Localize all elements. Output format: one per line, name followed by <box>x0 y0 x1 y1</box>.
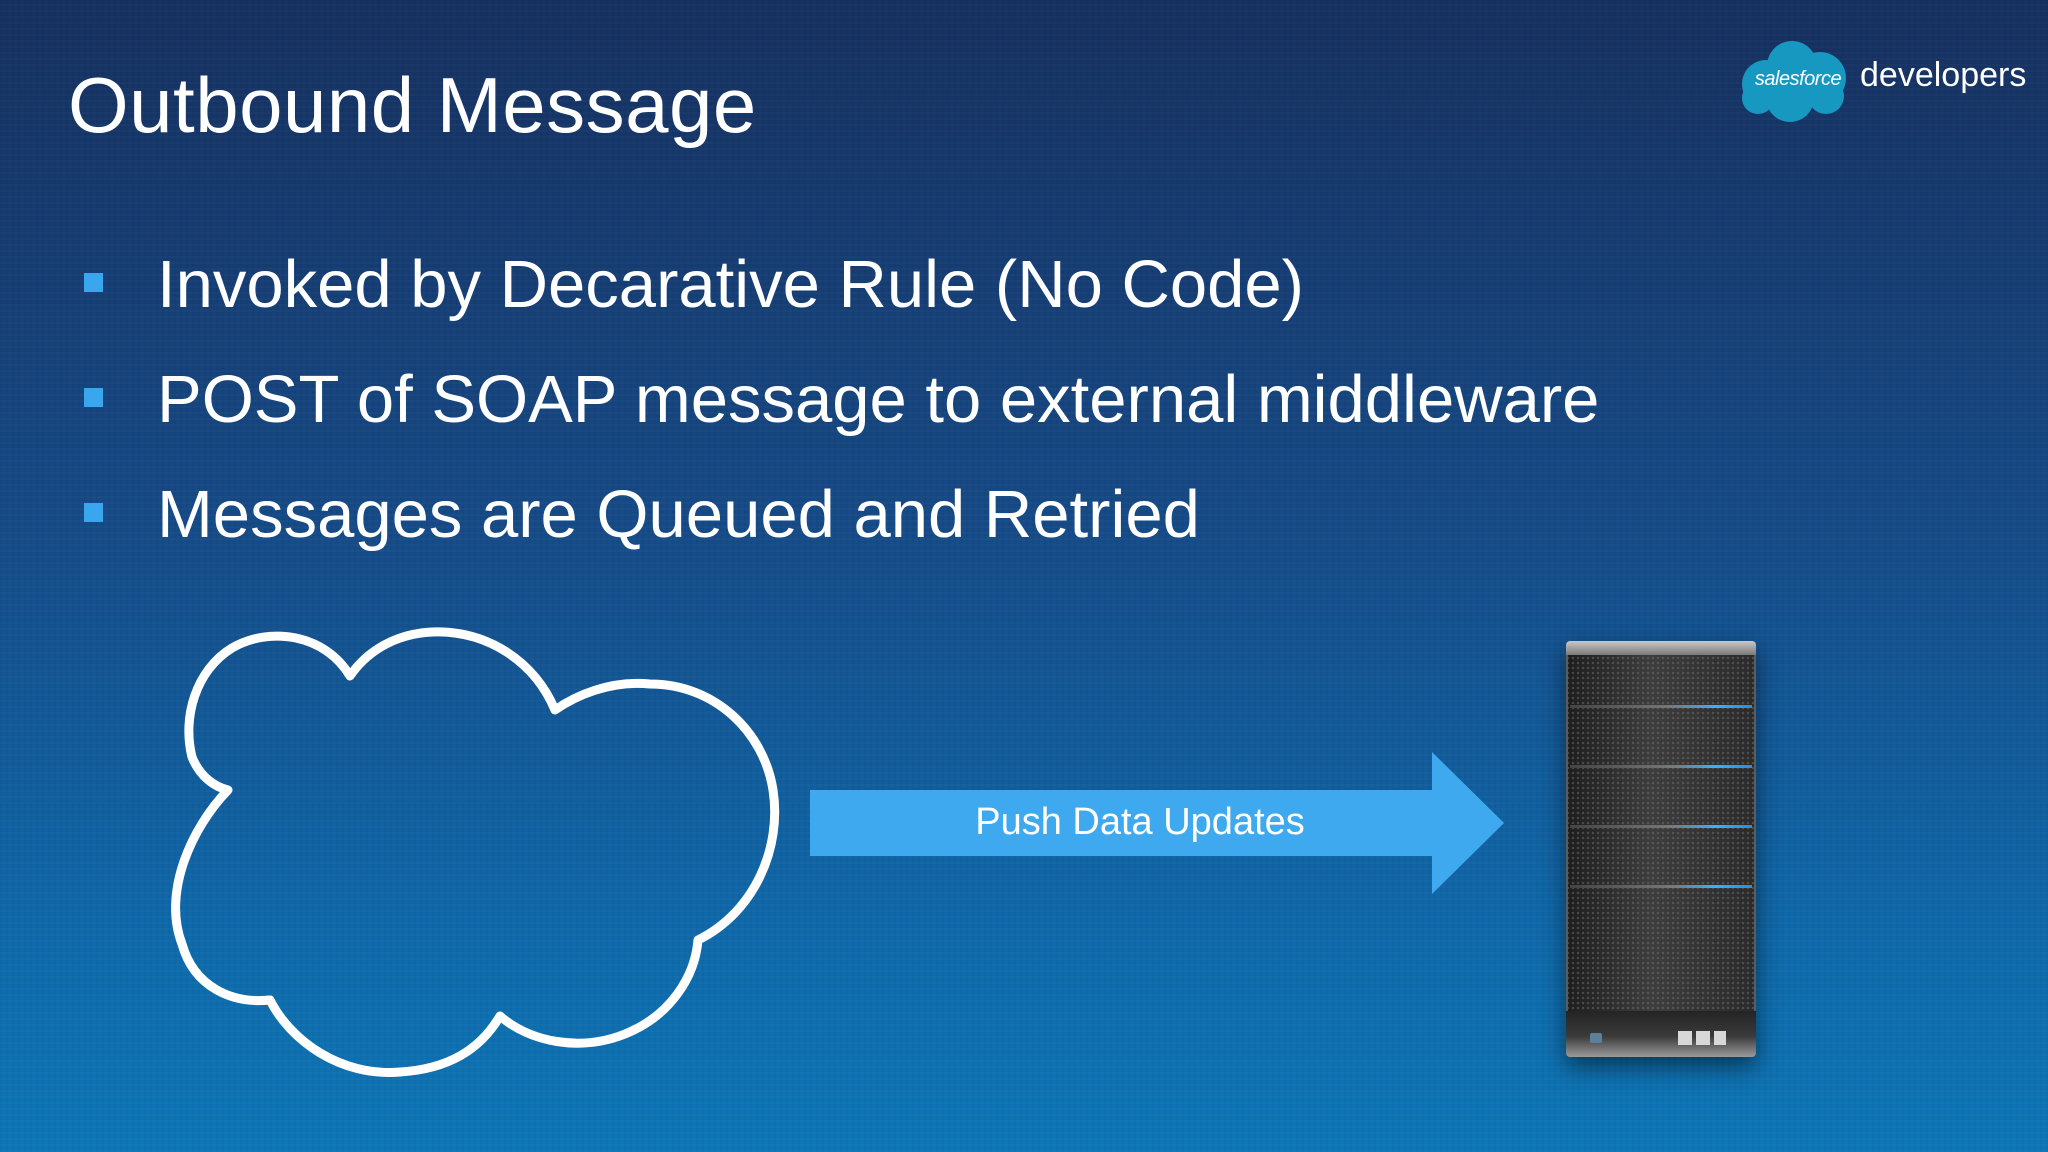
bullet-text: Messages are Queued and Retried <box>157 477 1200 552</box>
arrow-label: Push Data Updates <box>975 801 1305 843</box>
logo-brand-text: salesforce <box>1754 68 1842 90</box>
slide-title: Outbound Message <box>68 61 757 149</box>
server-rack-icon <box>1566 641 1756 1057</box>
logo-sub-text: developers <box>1860 56 2027 94</box>
bullet-text: Invoked by Decarative Rule (No Code) <box>157 247 1304 322</box>
power-led-icon <box>1590 1033 1602 1043</box>
cloud-outline-icon <box>171 627 780 1077</box>
bullet-list: Invoked by Decarative Rule (No Code) POS… <box>84 240 1599 585</box>
bullet-item: Invoked by Decarative Rule (No Code) <box>84 240 1599 355</box>
square-bullet-icon <box>84 503 103 522</box>
bullet-item: POST of SOAP message to external middlew… <box>84 355 1599 470</box>
server-top-panel <box>1566 641 1756 655</box>
salesforce-cloud-icon <box>1742 41 1846 122</box>
server-drive-bay <box>1570 825 1752 828</box>
square-bullet-icon <box>84 273 103 292</box>
server-drive-bay <box>1570 705 1752 708</box>
usb-ports-icon <box>1678 1031 1726 1045</box>
bullet-text: POST of SOAP message to external middlew… <box>157 362 1600 437</box>
salesforce-developers-logo: salesforce developers <box>1730 36 2026 136</box>
server-drive-bay <box>1570 765 1752 768</box>
server-bottom-panel <box>1566 1011 1756 1057</box>
bullet-item: Messages are Queued and Retried <box>84 470 1599 585</box>
server-drive-bay <box>1570 885 1752 888</box>
push-arrow-icon <box>810 752 1504 894</box>
square-bullet-icon <box>84 388 103 407</box>
